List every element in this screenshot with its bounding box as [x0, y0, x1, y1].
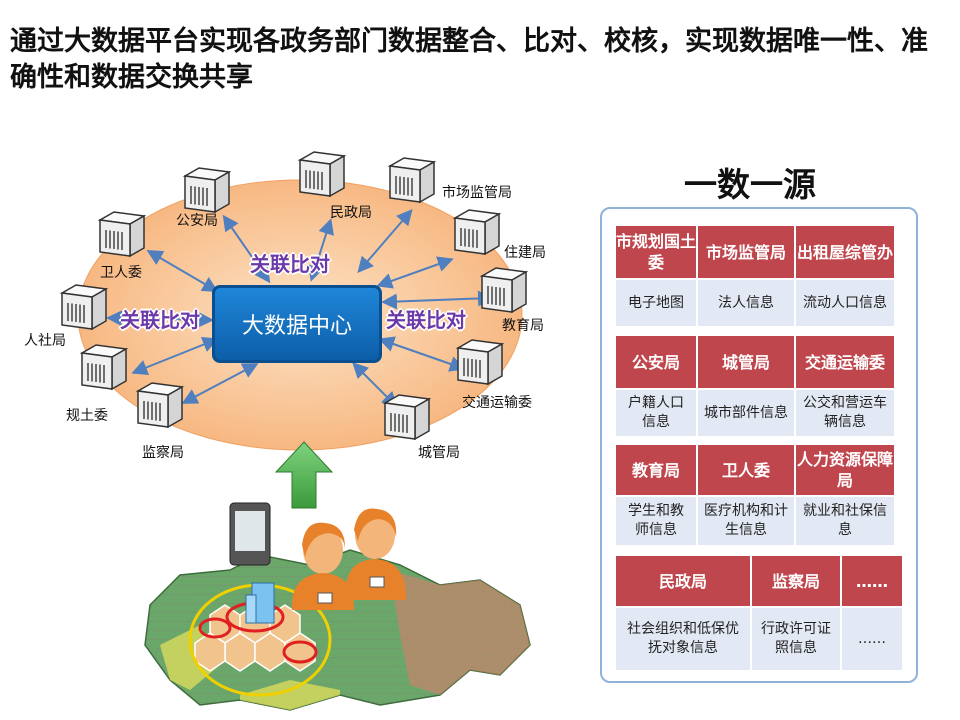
node-jiaotong: 交通运输委	[462, 395, 532, 411]
dept-header: 人力资源保障局	[796, 445, 894, 495]
dept-header-row: 公安局城管局交通运输委	[616, 336, 894, 388]
node-weiren: 卫人委	[100, 265, 142, 281]
dept-header: 卫人委	[698, 445, 796, 495]
data-item: 户籍人口信息	[616, 390, 698, 436]
source-group-3: 教育局卫人委人力资源保障局学生和教师信息医疗机构和计生信息就业和社保信息	[616, 445, 894, 545]
data-item: 城市部件信息	[698, 390, 796, 436]
person-left	[291, 522, 355, 610]
source-group-4: 民政局监察局……社会组织和低保优抚对象信息行政许可证照信息……	[616, 556, 902, 670]
spoke-renshe	[106, 310, 214, 328]
dept-header: ……	[842, 556, 902, 606]
server-icon	[182, 167, 232, 214]
server-icon	[387, 157, 437, 204]
source-group-2: 公安局城管局交通运输委户籍人口信息城市部件信息公交和营运车辆信息	[616, 336, 894, 436]
node-renshe: 人社局	[24, 333, 66, 349]
data-item: 法人信息	[698, 280, 796, 326]
data-item: 行政许可证照信息	[752, 608, 842, 670]
spoke-guitu	[131, 337, 219, 375]
data-item: 流动人口信息	[796, 280, 894, 326]
spoke-weiren	[146, 249, 219, 293]
data-item: 医疗机构和计生信息	[698, 497, 796, 545]
city-map-illustration	[144, 502, 531, 711]
data-item-row: 社会组织和低保优抚对象信息行政许可证照信息……	[616, 608, 902, 670]
source-group-1: 市规划国土委市场监管局出租屋综管办电子地图法人信息流动人口信息	[616, 226, 894, 326]
big-data-center: 大数据中心	[212, 285, 382, 363]
node-chengguan: 城管局	[418, 445, 460, 461]
upward-arrow-icon	[274, 441, 334, 509]
compare-label-left: 关联比对	[120, 308, 200, 332]
server-icon	[479, 267, 529, 314]
node-jiaoyu: 教育局	[502, 318, 544, 334]
node-shichang: 市场监管局	[442, 185, 512, 201]
server-icon	[79, 344, 129, 391]
one-number-one-source-title: 一数一源	[684, 165, 816, 204]
server-icon	[455, 339, 505, 386]
person-right	[344, 508, 407, 600]
dept-header-row: 民政局监察局……	[616, 556, 902, 606]
compare-label-top: 关联比对	[250, 252, 330, 276]
server-icon	[297, 151, 347, 198]
node-gongan: 公安局	[176, 213, 218, 229]
server-icon	[452, 209, 502, 256]
hub-diagram: 大数据中心 关联比对 关联比对 关联比对 公安局 民政局 市场监管局 住建局 教…	[0, 140, 580, 480]
dept-header: 公安局	[616, 336, 698, 388]
dept-header: 交通运输委	[796, 336, 894, 388]
data-item: 社会组织和低保优抚对象信息	[616, 608, 752, 670]
center-label: 大数据中心	[241, 314, 352, 339]
spoke-jiaotong	[378, 336, 466, 372]
dept-header: 监察局	[752, 556, 842, 606]
dept-header-row: 市规划国土委市场监管局出租屋综管办	[616, 226, 894, 278]
data-item: 就业和社保信息	[796, 497, 894, 545]
dept-header: 市场监管局	[698, 226, 796, 278]
compare-label-right: 关联比对	[386, 308, 466, 332]
dept-header-row: 教育局卫人委人力资源保障局	[616, 445, 894, 495]
dept-header: 民政局	[616, 556, 752, 606]
data-item-row: 电子地图法人信息流动人口信息	[616, 280, 894, 326]
server-icon	[382, 394, 432, 441]
dept-header: 出租屋综管办	[796, 226, 894, 278]
data-item-row: 户籍人口信息城市部件信息公交和营运车辆信息	[616, 390, 894, 436]
page-title: 通过大数据平台实现各政务部门数据整合、比对、校核，实现数据唯一性、准确性和数据交…	[10, 26, 928, 93]
dept-header: 市规划国土委	[616, 226, 698, 278]
dept-header: 教育局	[616, 445, 698, 495]
spoke-chengguan	[352, 362, 398, 408]
data-item: 电子地图	[616, 280, 698, 326]
node-jiancha: 监察局	[142, 445, 184, 461]
spoke-zhujian	[376, 256, 454, 289]
data-item: ……	[842, 608, 902, 670]
node-zhujian: 住建局	[504, 245, 546, 261]
dept-header: 城管局	[698, 336, 796, 388]
spoke-jiancha	[181, 363, 259, 404]
spoke-jiaoyu	[381, 290, 494, 310]
spoke-minzheng	[308, 218, 334, 282]
node-minzheng: 民政局	[330, 205, 372, 221]
node-guitu: 规土委	[66, 408, 108, 424]
spoke-gongan	[222, 214, 271, 284]
data-item: 公交和营运车辆信息	[796, 390, 894, 436]
server-icon	[97, 211, 147, 258]
spoke-shichang	[357, 208, 413, 274]
server-icon	[59, 284, 109, 331]
data-item-row: 学生和教师信息医疗机构和计生信息就业和社保信息	[616, 497, 894, 545]
data-item: 学生和教师信息	[616, 497, 698, 545]
server-icon	[135, 382, 185, 429]
